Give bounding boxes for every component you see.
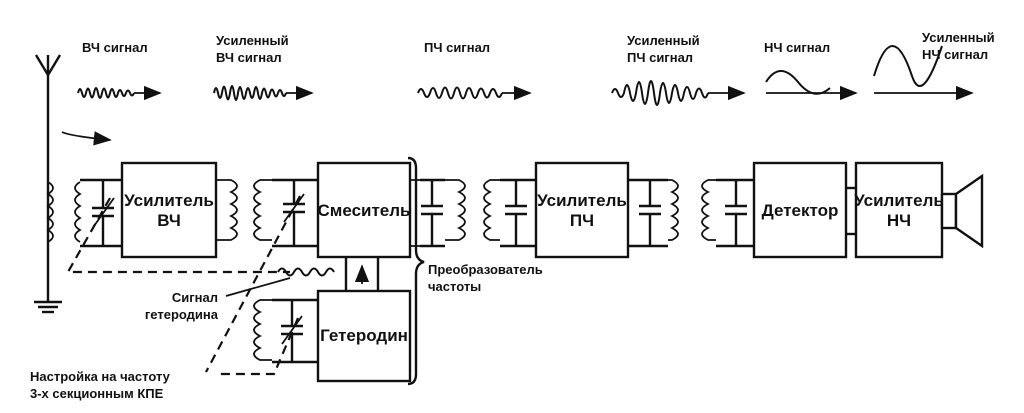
converter-label-1: Преобразователь — [428, 262, 543, 277]
oscillator-block — [316, 289, 412, 383]
speaker-icon — [940, 173, 984, 249]
variable-capacitor-icon — [283, 180, 305, 246]
if-signal-waveform — [417, 85, 532, 101]
mixer-label: Смеситель — [317, 201, 410, 220]
af-amplified-label-1: Усиленный — [922, 30, 995, 45]
tuning-label-2: 3-х секционным КПЕ — [30, 386, 164, 401]
rf-amp-label-2: ВЧ — [157, 211, 181, 230]
if-amplified-label-1: Усиленный — [627, 33, 700, 48]
lo-signal-pointer — [225, 277, 291, 297]
tuning-linkage-mixer — [205, 195, 301, 373]
if-amp-label-2: ПЧ — [570, 211, 594, 230]
rf-signal-waveform — [77, 85, 162, 101]
rf-signal-label: ВЧ сигнал — [82, 40, 148, 55]
lo-signal-label-2: гетеродина — [145, 307, 219, 322]
lo-signal-waveform — [277, 267, 335, 277]
antenna-icon — [34, 54, 62, 302]
transformer-icon — [216, 179, 272, 241]
tuning-linkage-rf — [66, 197, 290, 274]
transformer-icon — [410, 179, 500, 247]
lo-signal-label-1: Сигнал — [172, 290, 218, 305]
fixed-capacitor — [505, 180, 527, 246]
af-signal-waveform — [765, 70, 858, 101]
af-signal-label: НЧ сигнал — [764, 40, 830, 55]
af-amp-label-1: Усилитель — [854, 191, 944, 210]
af-amplified-label-2: НЧ сигнал — [922, 47, 988, 62]
af-amplifier-block — [854, 161, 944, 259]
transformer-icon — [253, 299, 272, 361]
fixed-capacitor — [639, 180, 661, 246]
af-amplified-waveform — [873, 45, 974, 101]
variable-capacitor-icon — [92, 180, 115, 246]
rf-amplified-label-2: ВЧ сигнал — [216, 50, 282, 65]
rf-amplifier-block — [120, 161, 218, 259]
detector-block — [752, 161, 848, 259]
if-amplified-label-2: ПЧ сигнал — [627, 50, 693, 65]
rf-amp-label-1: Усилитель — [124, 191, 214, 210]
if-signal-label: ПЧ сигнал — [424, 40, 490, 55]
fixed-capacitor — [421, 180, 443, 246]
if-amplifier-block — [534, 161, 630, 259]
curly-brace-icon — [407, 156, 425, 386]
oscillator-label: Гетеродин — [320, 326, 408, 345]
mixer-block — [316, 161, 412, 259]
rf-amplified-label-1: Усиленный — [216, 33, 289, 48]
rf-arrow-small — [61, 131, 112, 146]
transformer-icon — [46, 181, 82, 243]
ground-icon — [34, 300, 62, 314]
converter-label-2: частоты — [428, 279, 481, 294]
if-amp-label-1: Усилитель — [537, 191, 627, 210]
af-amp-label-2: НЧ — [887, 211, 911, 230]
detector-label: Детектор — [762, 201, 839, 220]
variable-capacitor-icon — [281, 300, 303, 362]
tuning-linkage-osc — [218, 317, 300, 376]
rf-amplified-waveform — [213, 85, 314, 101]
transformer-icon — [668, 179, 716, 241]
if-amplified-waveform — [611, 80, 746, 106]
tuning-label-1: Настройка на частоту — [30, 369, 171, 384]
fixed-capacitor — [725, 180, 747, 246]
